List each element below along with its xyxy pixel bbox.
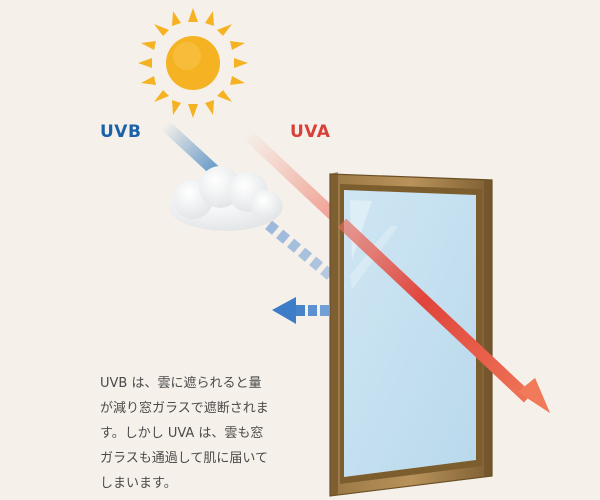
sun-icon [138, 8, 248, 118]
caption-line: が減り窓ガラスで遮断されま [100, 401, 269, 416]
uva-ray-through-glass [337, 218, 533, 403]
caption-line: ガラスも通過して肌に届いて [100, 451, 268, 466]
window [329, 172, 493, 497]
caption-line: しまいます。 [100, 476, 177, 491]
caption-line: す。しかし UVA は、雲も窓 [100, 426, 264, 441]
uvb-label: UVB [100, 122, 142, 142]
caption: UVB は、雲に遮られると量 が減り窓ガラスで遮断されま す。しかし UVA は… [100, 371, 315, 496]
uva-label: UVA [290, 122, 331, 142]
uvb-reflect-arrowhead [272, 297, 296, 324]
caption-line: UVB は、雲に遮られると量 [100, 376, 262, 391]
cloud-icon [169, 166, 283, 231]
